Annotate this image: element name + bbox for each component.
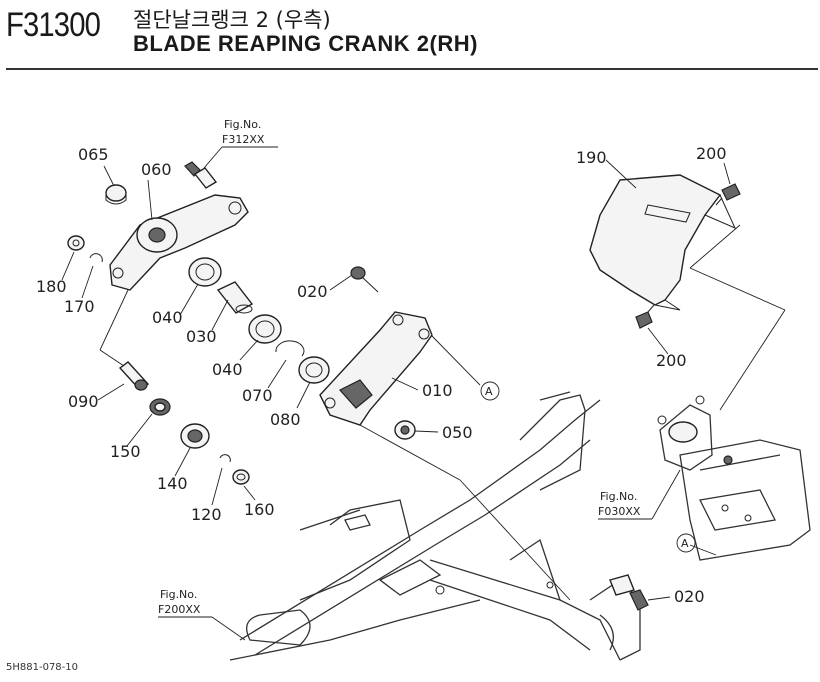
- callout-020-upper: 020: [297, 282, 328, 301]
- fig-ref-f312-label: Fig.No.: [224, 118, 261, 131]
- callout-080: 080: [270, 410, 301, 429]
- callout-160: 160: [244, 500, 275, 519]
- chassis-frame: [229, 391, 641, 661]
- callout-120: 120: [191, 505, 222, 524]
- callout-010: 010: [422, 381, 453, 400]
- title-korean: 절단날크랭크 2 (우측): [133, 8, 331, 32]
- part-140-collar: [180, 423, 210, 449]
- reference-marker-a1-circle: [480, 381, 500, 401]
- callout-labels: 065 060 180 170 040 030 040 070 080 020 …: [36, 118, 727, 616]
- callout-200-lower: 200: [656, 351, 687, 370]
- callout-070: 070: [242, 386, 273, 405]
- callout-150: 150: [110, 442, 141, 461]
- part-020-bolt-lower: [609, 574, 649, 611]
- callout-170: 170: [64, 297, 95, 316]
- callout-065: 065: [78, 145, 109, 164]
- reference-marker-a1: A: [485, 385, 493, 398]
- callout-050: 050: [442, 423, 473, 442]
- callout-040-lower: 040: [212, 360, 243, 379]
- part-190-cover: [589, 174, 736, 311]
- part-080-bearing: [298, 356, 330, 384]
- part-010-plate: [319, 311, 433, 426]
- callout-200-upper: 200: [696, 144, 727, 163]
- part-030-bushing: [216, 281, 254, 314]
- callout-180: 180: [36, 277, 67, 296]
- fig-ref-f030-label: Fig.No.: [600, 490, 637, 503]
- callout-040-upper: 040: [152, 308, 183, 327]
- callout-090: 090: [68, 392, 99, 411]
- part-070-snap-ring: [275, 340, 305, 357]
- part-050-spacer: [394, 420, 416, 440]
- part-120-snap-ring: [219, 454, 231, 463]
- part-150-seal: [149, 398, 171, 416]
- fig-ref-f200-label: Fig.No.: [160, 588, 197, 601]
- reference-marker-a2-circle: [676, 533, 696, 553]
- support-bracket-assembly: [657, 395, 811, 561]
- part-040-bearing-upper: [188, 257, 222, 287]
- callout-060: 060: [141, 160, 172, 179]
- part-090-shaft: [118, 361, 150, 391]
- part-060-crank-arm: [109, 194, 249, 291]
- part-160-ring: [232, 469, 250, 485]
- part-020-bolt-upper: [350, 266, 379, 293]
- fig-ref-f030-code: F030XX: [598, 505, 641, 518]
- callout-030: 030: [186, 327, 217, 346]
- callout-020-lower: 020: [674, 587, 705, 606]
- part-200-bolt-upper: [715, 183, 741, 206]
- reference-marker-a2: A: [681, 537, 689, 550]
- drawing-id: 5H881-078-10: [6, 662, 78, 673]
- catalog-code: F31300: [6, 6, 101, 44]
- part-065-cap: [105, 184, 127, 205]
- part-170-circlip: [89, 253, 103, 263]
- part-180-washer: [67, 235, 85, 251]
- callout-140: 140: [157, 474, 188, 493]
- part-200-bolt-lower: [635, 304, 655, 329]
- part-040-bearing-lower: [248, 314, 282, 344]
- header-divider: [6, 68, 818, 70]
- callout-190: 190: [576, 148, 607, 167]
- fig-ref-f200-code: F200XX: [158, 603, 201, 616]
- leader-lines: [61, 146, 786, 641]
- title-english: BLADE REAPING CRANK 2(RH): [133, 31, 478, 56]
- fig-f312-pin: [184, 161, 218, 189]
- fig-ref-f312-code: F312XX: [222, 133, 265, 146]
